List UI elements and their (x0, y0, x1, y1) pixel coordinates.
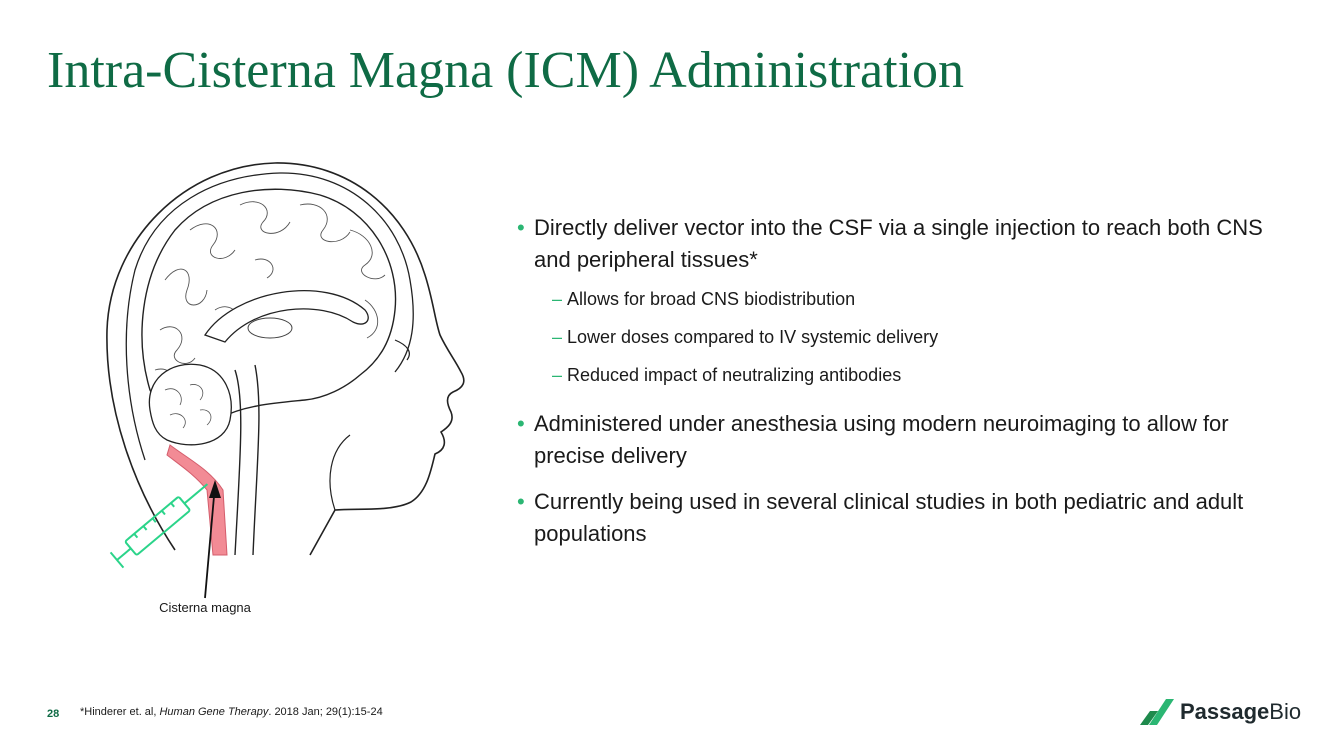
skull-outline (125, 172, 414, 461)
head-outline (106, 162, 465, 556)
passage-bio-logo: PassageBio (1140, 697, 1301, 727)
bullet-item: • Administered under anesthesia using mo… (517, 408, 1277, 472)
bullet-text: Directly deliver vector into the CSF via… (534, 215, 1263, 272)
sub-bullet-text: Lower doses compared to IV systemic deli… (567, 327, 939, 347)
sub-bullet-item: – Reduced impact of neutralizing antibod… (534, 356, 1277, 394)
footnote-prefix: *Hinderer et. al, (80, 706, 160, 718)
sub-bullet-item: – Allows for broad CNS biodistribution (534, 280, 1277, 318)
syringe-icon (109, 483, 209, 569)
passage-bio-logo-icon (1140, 699, 1174, 725)
bullet-list: • Directly deliver vector into the CSF v… (517, 212, 1277, 560)
brainstem (234, 369, 242, 556)
brainstem (252, 364, 260, 556)
arrow-pointer (204, 480, 221, 599)
corpus-callosum (203, 290, 369, 343)
bullet-dot-icon: • (517, 215, 525, 240)
brand-name: PassageBio (1180, 699, 1301, 725)
footnote-journal: Human Gene Therapy (159, 706, 269, 718)
cerebellum (148, 363, 232, 446)
bullet-dot-icon: • (517, 489, 525, 514)
bullet-text: Currently being used in several clinical… (534, 489, 1244, 546)
slide-title: Intra-Cisterna Magna (ICM) Administratio… (47, 42, 965, 99)
bullet-item: • Currently being used in several clinic… (517, 486, 1277, 550)
brand-word-2: Bio (1269, 699, 1302, 724)
sub-bullet-item: – Lower doses compared to IV systemic de… (534, 318, 1277, 356)
head-sagittal-illustration (95, 160, 475, 600)
bullet-item: • Directly deliver vector into the CSF v… (517, 212, 1277, 394)
dash-icon: – (552, 365, 563, 385)
footnote-suffix: . 2018 Jan; 29(1):15-24 (268, 706, 383, 718)
bullet-dot-icon: • (517, 411, 525, 436)
bullet-text: Administered under anesthesia using mode… (534, 411, 1229, 468)
cisterna-magna-caption: Cisterna magna (159, 600, 251, 615)
page-number: 28 (47, 708, 60, 720)
footnote: *Hinderer et. al, Human Gene Therapy. 20… (80, 706, 383, 718)
dash-icon: – (552, 289, 563, 309)
sub-bullet-text: Reduced impact of neutralizing antibodie… (567, 365, 902, 385)
brand-word-1: Passage (1180, 699, 1270, 724)
sub-bullet-text: Allows for broad CNS biodistribution (567, 289, 856, 309)
dash-icon: – (552, 327, 563, 347)
